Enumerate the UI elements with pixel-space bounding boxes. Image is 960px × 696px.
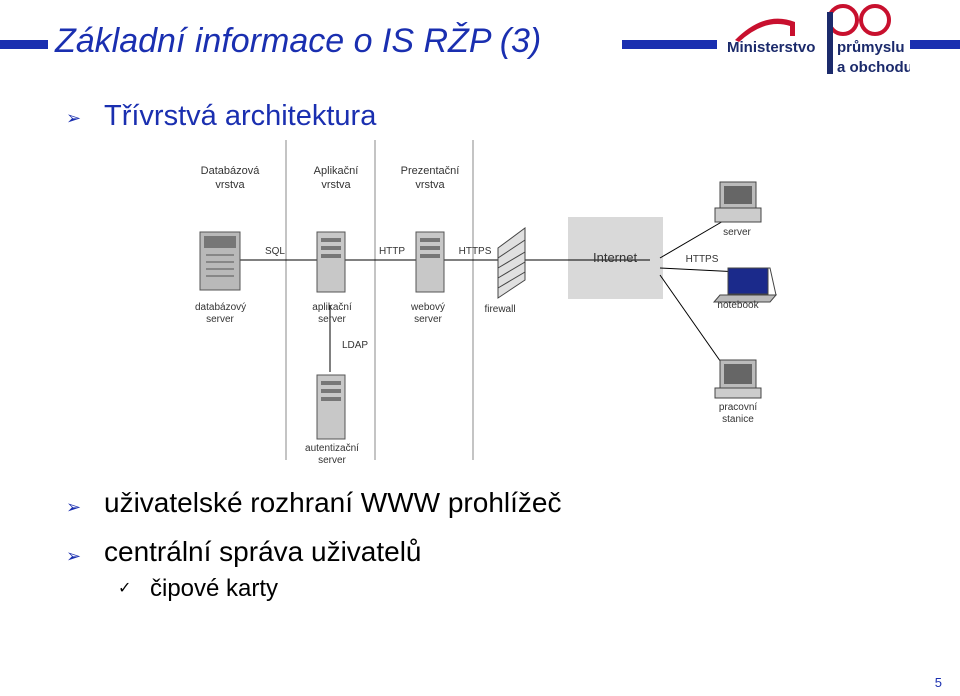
bullet-arrow-icon: ➢ xyxy=(66,497,82,517)
link-to-notebook xyxy=(659,267,741,273)
web-server-icon xyxy=(415,231,445,293)
architecture-diagram: Databázová vrstva Aplikační vrstva Preze… xyxy=(180,140,780,470)
link-to-server xyxy=(659,219,726,259)
link-label-https-2: HTTPS xyxy=(685,254,719,265)
bullet-3: centrální správa uživatelů xyxy=(104,536,422,567)
slide-title: Základní informace o IS RŽP (3) xyxy=(55,22,542,60)
node-label-db-server: databázový server xyxy=(195,302,247,325)
link-label-http: HTTP xyxy=(378,246,406,257)
client-server-icon xyxy=(714,181,762,223)
node-label-web-server: webový server xyxy=(411,302,445,325)
sub-bullet-1: čipové karty xyxy=(150,575,279,602)
page-number: 5 xyxy=(934,675,942,690)
link-label-https-1: HTTPS xyxy=(458,246,492,257)
node-label-workstation: pracovní stanice xyxy=(718,402,758,425)
database-server-icon xyxy=(199,231,241,291)
link-label-ldap: LDAP xyxy=(341,340,369,351)
internet-area xyxy=(568,217,663,299)
application-server-icon xyxy=(316,231,346,293)
checkmark-icon: ✓ xyxy=(118,580,132,597)
node-label-firewall: firewall xyxy=(484,304,516,315)
title-bar-right xyxy=(622,40,717,49)
title-bar-far-right xyxy=(910,40,960,49)
logo-line2: průmyslu xyxy=(837,39,905,56)
link-label-sql: SQL xyxy=(264,246,285,257)
workstation-icon xyxy=(714,359,762,399)
logo-line1: Ministerstvo xyxy=(727,39,815,56)
link-to-workstation xyxy=(659,274,731,376)
layer-db-header: Databázová vrstva xyxy=(200,165,260,191)
notebook-icon xyxy=(712,267,778,303)
layer-app-header: Aplikační vrstva xyxy=(313,165,359,191)
node-label-app-server: aplikační server xyxy=(312,302,352,325)
node-label-auth-server: autentizační server xyxy=(305,443,359,466)
bullet-arrow-icon: ➢ xyxy=(66,546,82,566)
mpo-logo: Ministerstvo průmyslu a obchodu xyxy=(725,0,913,82)
layer-pres-header: Prezentační vrstva xyxy=(400,165,460,191)
bullet-arrow-icon: ➢ xyxy=(66,108,82,128)
logo-line3: a obchodu xyxy=(837,59,910,76)
title-bar-left xyxy=(0,40,48,49)
bullet-1: Třívrstvá architektura xyxy=(104,100,377,132)
auth-server-icon xyxy=(316,374,346,440)
bullet-2: uživatelské rozhraní WWW prohlížeč xyxy=(104,487,562,518)
firewall-icon xyxy=(497,227,526,299)
node-label-server: server xyxy=(723,227,751,238)
node-label-notebook: notebook xyxy=(717,300,759,311)
internet-label: Internet xyxy=(593,250,638,265)
